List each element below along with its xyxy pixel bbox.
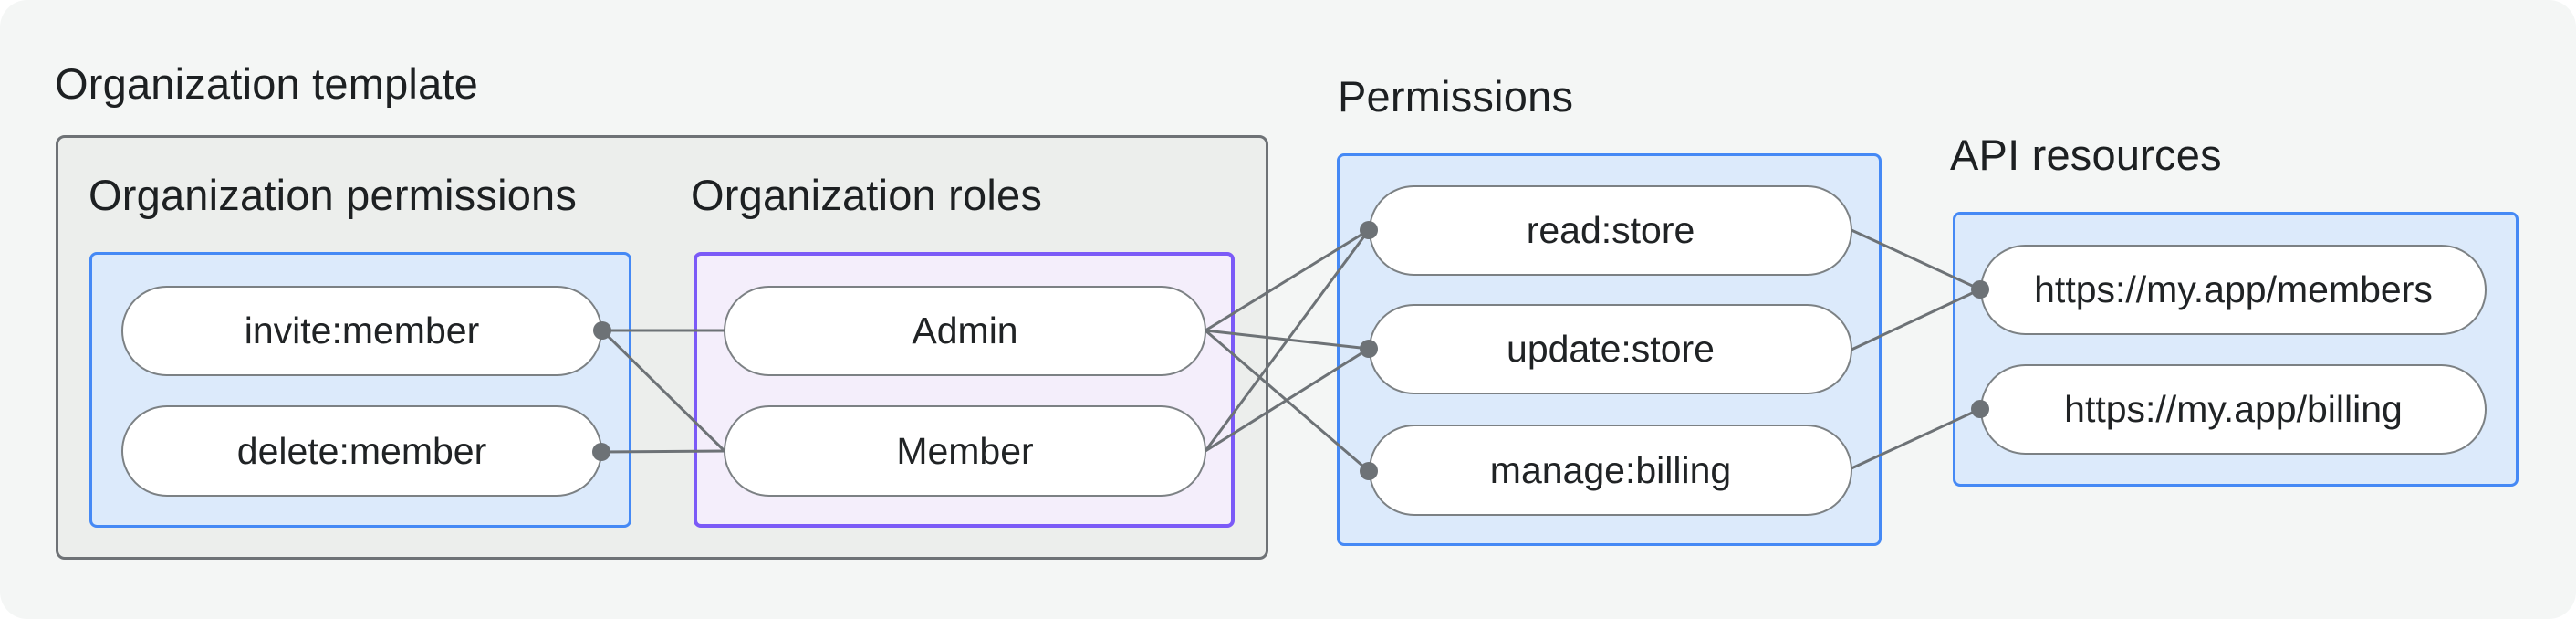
node-read-store: read:store [1369, 185, 1852, 276]
api-resources-label: API resources [1950, 131, 2222, 179]
node-member-role: Member [724, 405, 1206, 497]
node-delete-member: delete:member [121, 405, 602, 497]
node-update-store: update:store [1369, 304, 1852, 394]
node-admin-role: Admin [724, 286, 1206, 376]
organization-template-title: Organization template [55, 59, 479, 108]
node-invite-member: invite:member [121, 286, 602, 376]
node-manage-billing: manage:billing [1369, 425, 1852, 516]
node-api-members-url: https://my.app/members [1980, 245, 2487, 335]
organization-permissions-label: Organization permissions [89, 171, 578, 219]
organization-roles-label: Organization roles [691, 171, 1043, 219]
permissions-label: Permissions [1338, 72, 1574, 121]
node-api-billing-url: https://my.app/billing [1980, 364, 2487, 455]
